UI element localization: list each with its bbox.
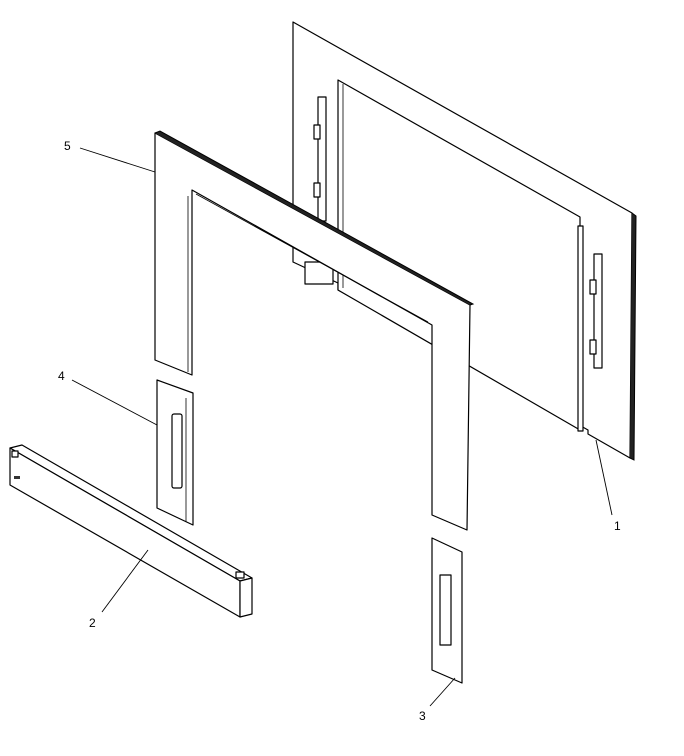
callout-label: 5 [64, 139, 71, 153]
callout-1: 1 [595, 439, 621, 533]
callout-5: 5 [64, 139, 156, 173]
callout-label: 1 [614, 519, 621, 533]
part-1-back-panel [292, 21, 637, 461]
part-4-side-panel [156, 379, 194, 526]
part-3-side-panel [431, 537, 463, 684]
part-2-control-panel-bar [9, 444, 253, 618]
part-5-front-frame [154, 130, 475, 531]
callout-2: 2 [89, 549, 149, 630]
callout-label: 2 [89, 616, 96, 630]
callout-3: 3 [419, 677, 456, 723]
callout-label: 4 [58, 369, 65, 383]
callout-4: 4 [58, 369, 158, 426]
callout-label: 3 [419, 709, 426, 723]
